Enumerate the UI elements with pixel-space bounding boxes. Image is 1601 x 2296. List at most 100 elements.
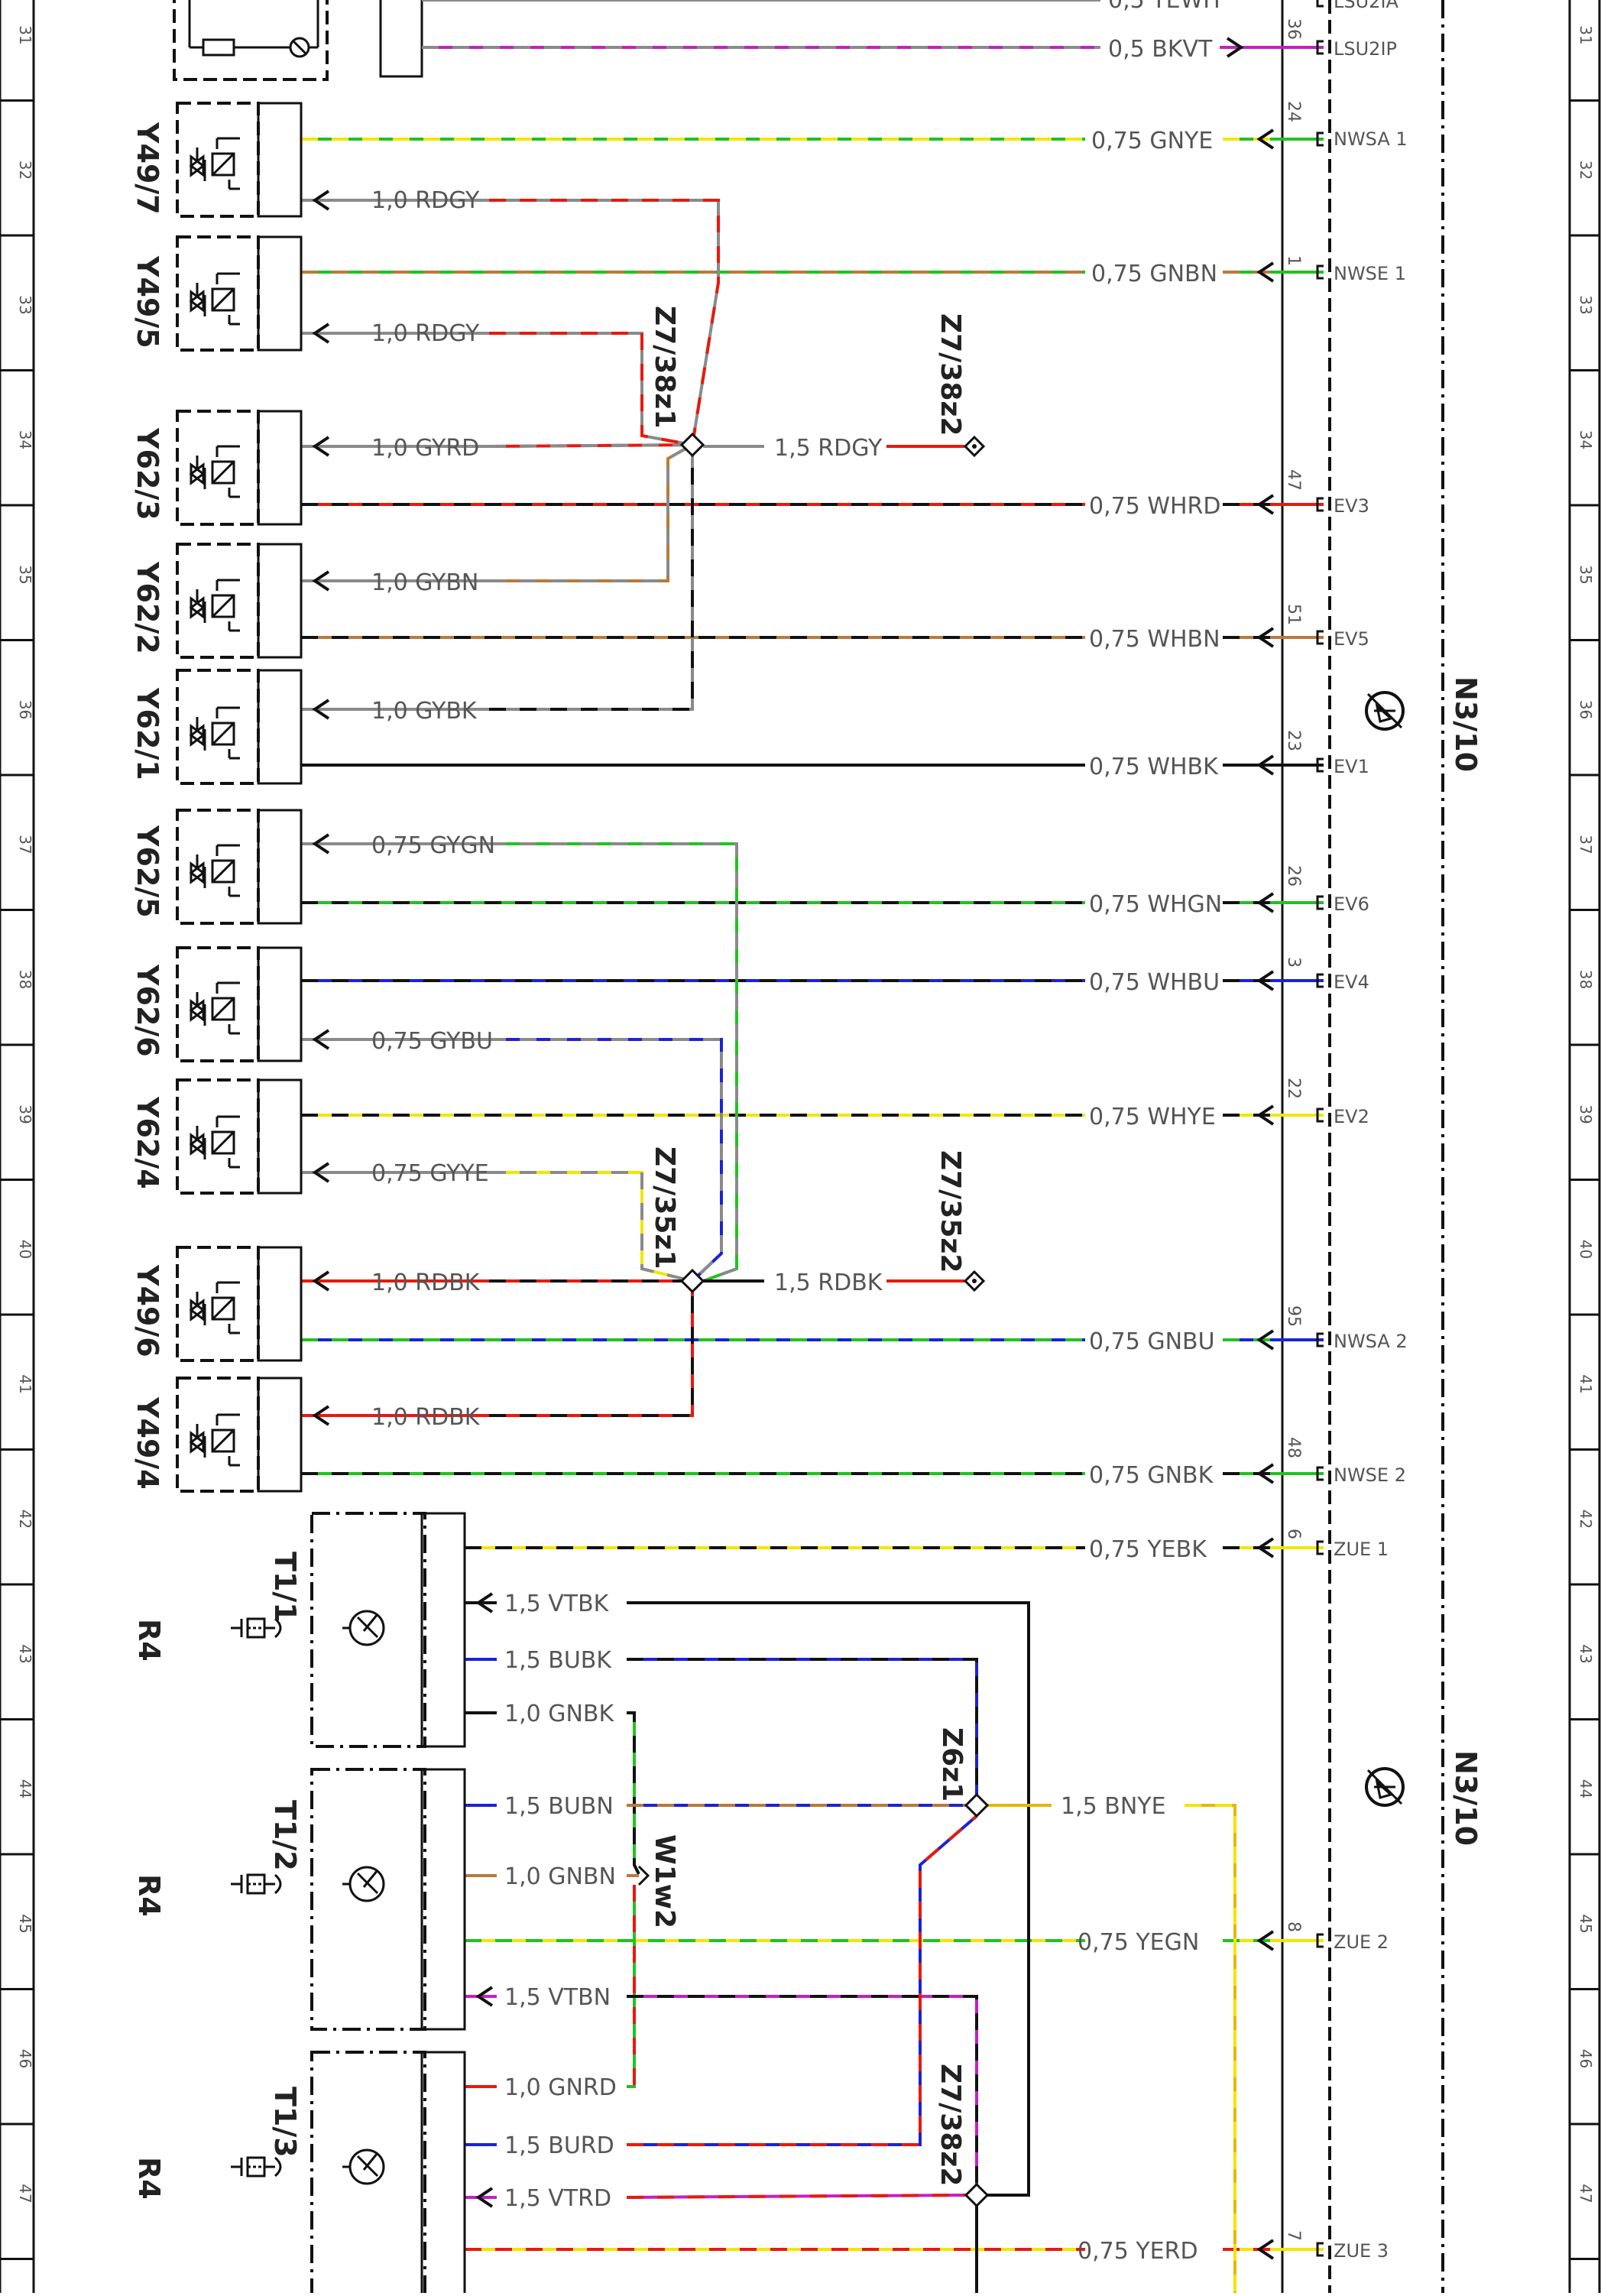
pin-label: NWSA 2	[1334, 1331, 1408, 1352]
pin-label: EV5	[1334, 628, 1369, 650]
valve-y62-4	[176, 1078, 303, 1195]
grid-row-label: 44	[16, 1779, 34, 1798]
wire-gyye	[489, 1171, 693, 1283]
connector-arrow-icon	[1256, 494, 1275, 515]
valve-y62-5	[176, 809, 303, 925]
coil-label-t1-1: T1/1	[268, 1552, 302, 1623]
valve-y49-5	[176, 235, 303, 352]
terminal-icon	[1316, 757, 1324, 773]
grid-row-label: 38	[16, 970, 34, 989]
grid-row-label: 34	[1577, 430, 1595, 449]
terminal-icon	[1316, 630, 1324, 645]
connector-arrow-icon	[312, 1405, 330, 1426]
grid-row-label: 45	[1577, 1914, 1595, 1933]
wire-label: 0,75 GYBU	[371, 1028, 493, 1055]
wire-rdgy-a	[489, 199, 720, 446]
connector-arrow-icon	[1256, 1537, 1275, 1558]
connector-arrow-icon	[1256, 970, 1275, 991]
wire-gyrd	[488, 443, 693, 448]
pin-label: EV6	[1334, 893, 1369, 915]
splice-label-z6z1: Z6z1	[936, 1727, 967, 1801]
valve-label-y62-5: Y62/5	[131, 825, 164, 918]
connector-arrow-icon	[1256, 1930, 1275, 1951]
grid-row-label: 39	[1577, 1104, 1595, 1124]
splice-nodes	[679, 432, 990, 2208]
valve-label-y49-6: Y49/6	[131, 1264, 164, 1357]
solenoid-valve-icon	[190, 981, 241, 1035]
pin-number: 6	[1284, 1529, 1303, 1539]
wire-label: 0,75 GNBN	[1091, 261, 1217, 287]
pin-number: 36	[1284, 18, 1303, 40]
wire-vtbn	[627, 1995, 978, 2184]
wire-bnye15	[1185, 1804, 1236, 2293]
wire-rdgy-b	[489, 332, 693, 446]
wire-label: 0,75 WHBN	[1089, 626, 1220, 653]
control-unit-label: N3/10	[1449, 1750, 1483, 1846]
wire-label: 0,75 WHYE	[1089, 1104, 1216, 1130]
grid-row-label: 45	[16, 1914, 34, 1933]
wire-label: 1,0 GYBN	[371, 569, 478, 596]
wire-label: 0,75 GNBU	[1089, 1328, 1215, 1355]
terminal-icon	[1316, 264, 1324, 280]
wire-label: 1,0 RDBK	[371, 1404, 481, 1431]
connector-arrow-icon	[475, 1986, 494, 2007]
valve-y62-2	[176, 543, 303, 659]
spark-plug-icon	[229, 1873, 282, 1895]
grid-row-label: 37	[1577, 835, 1595, 854]
wire-label: 0,75 YEBK	[1089, 1536, 1207, 1563]
wire-rdbk-b	[489, 1292, 694, 1417]
valve-y62-3	[176, 410, 303, 526]
coil-t1-3	[229, 2051, 466, 2296]
pin-label: ZUE 2	[1334, 1931, 1389, 1953]
grid-row-label: 32	[1577, 161, 1595, 180]
wire-gygn	[489, 842, 738, 1283]
grid-row-label: 43	[16, 1644, 34, 1663]
pin-labels: LSU2IA LSU2IP NWSA 1 NWSE 1 EV3 EV5 EV1 …	[1334, 0, 1408, 2262]
grid-row-label: 40	[16, 1240, 34, 1259]
splice-z7-38z2-node	[963, 435, 986, 458]
spark-plug-icon	[229, 2156, 282, 2178]
pin-number: 3	[1284, 957, 1303, 968]
pin-label: EV1	[1334, 756, 1369, 777]
solenoid-valve-icon	[190, 1115, 241, 1169]
pin-number: 22	[1284, 1078, 1303, 1099]
connector-arrow-icon	[1256, 2239, 1275, 2260]
wire-label: 1,5 VTBN	[504, 1984, 611, 2011]
coil-label-t1-2: T1/2	[268, 1800, 302, 1871]
terminal-icon	[1316, 1540, 1324, 1555]
wire-label: 1,0 RDBK	[371, 1270, 481, 1296]
splice-label-z7-35z2: Z7/35z2	[935, 1150, 966, 1273]
wire-label: 1,5 RDBK	[774, 1270, 883, 1296]
pin-number: 26	[1284, 865, 1303, 887]
pin-numbers: 36 24 1 47 51 23 26 3 22 95 48 6 8 7	[1284, 18, 1303, 2241]
grid-row-label: 34	[16, 430, 34, 449]
ignition-coil-icon	[341, 1866, 385, 1902]
grid-row-label: 33	[16, 295, 34, 314]
pin-label: LSU2IP	[1334, 38, 1397, 60]
terminal-icon	[1316, 0, 1324, 8]
connector-arrow-icon	[1256, 1463, 1275, 1484]
solenoid-valve-icon	[190, 137, 241, 190]
connector-arrow-icon	[1226, 37, 1244, 58]
splice-w1w2-node	[637, 1865, 650, 1886]
wire-label: 1,0 GNRD	[504, 2074, 617, 2101]
connector-arrow-icon	[312, 190, 330, 211]
valve-y49-4	[176, 1377, 303, 1493]
wire-label: 0,75 GNBK	[1089, 1462, 1214, 1489]
solenoid-valve-icon	[190, 844, 241, 897]
valve-label-y49-7: Y49/7	[131, 122, 164, 215]
grid-row-label: 31	[1577, 25, 1595, 44]
grid-row-label: 41	[1577, 1374, 1595, 1393]
connector-arrow-icon	[1256, 1329, 1275, 1351]
control-unit-label: N3/10	[1449, 676, 1483, 772]
wire-gnrd	[627, 1885, 636, 2088]
grid-row-label: 41	[16, 1374, 34, 1393]
control-unit-n3-10: N3/10 N3/10	[1281, 0, 1483, 2293]
solenoid-valve-icon	[190, 706, 241, 760]
connector-arrow-icon	[1256, 1104, 1275, 1126]
wire-label: 1,5 BURD	[504, 2132, 614, 2159]
